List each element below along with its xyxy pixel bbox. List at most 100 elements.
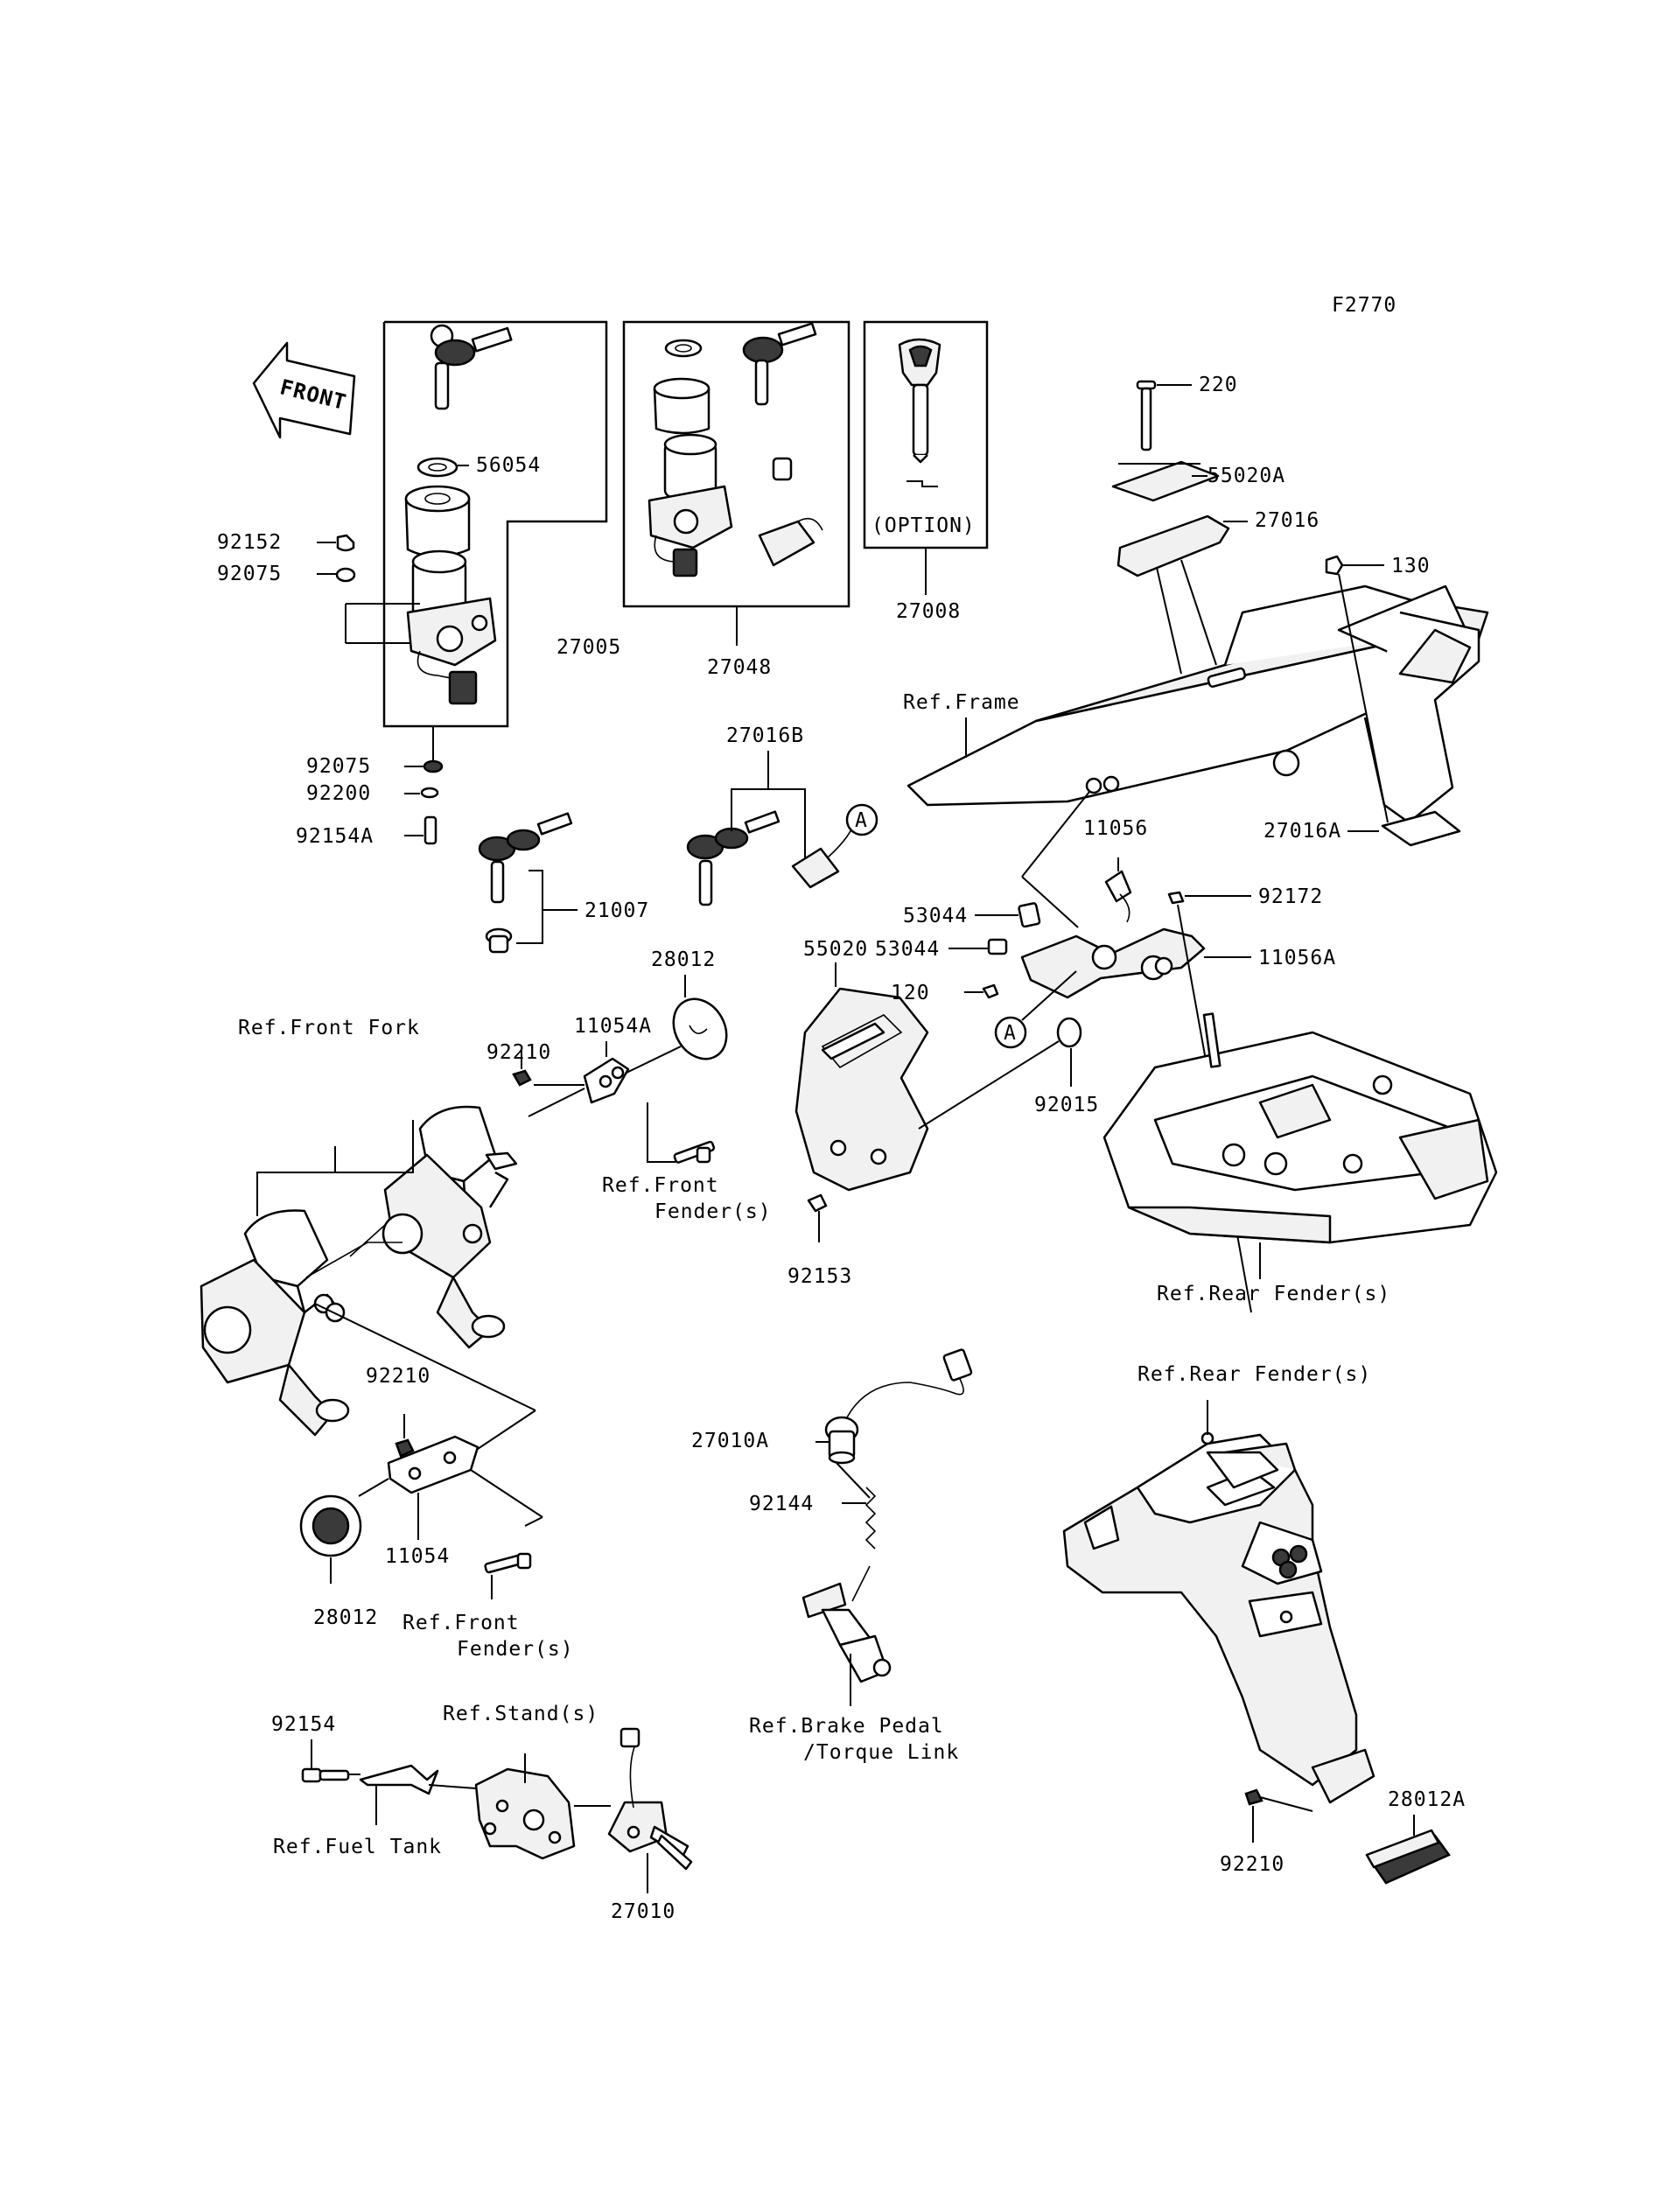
part-number: 27016B: [726, 724, 804, 747]
part-number: 92210: [1220, 1853, 1284, 1876]
bolt-icon: [301, 1767, 350, 1783]
part-number: 92152: [217, 531, 282, 554]
part-number: 92210: [486, 1041, 551, 1064]
part-number: 130: [1391, 555, 1431, 577]
ignition-lock-assy-group: [622, 320, 850, 608]
spring-icon: [864, 1487, 877, 1550]
part-number: 92075: [306, 755, 371, 778]
ref-label-brake-pedal: Ref.Brake Pedal: [749, 1715, 944, 1738]
part-number: 53044: [903, 905, 968, 927]
part-number: 27010A: [691, 1430, 769, 1452]
reflector-disc-icon: [672, 997, 728, 1060]
part-number: 92153: [788, 1265, 852, 1288]
marker-a-bottom: A: [1004, 1022, 1017, 1045]
part-number: 120: [891, 982, 930, 1004]
stand-bracket-icon: [474, 1767, 576, 1860]
part-number: 27005: [556, 636, 621, 659]
ref-label-front-fender: Fender(s): [457, 1638, 574, 1661]
ignition-switch-set-group: [345, 320, 608, 728]
part-number: 92075: [217, 563, 282, 585]
ref-label-front-fender: Ref.Front: [602, 1174, 719, 1197]
key-blank-icon: [478, 812, 573, 954]
option-label: (OPTION): [872, 514, 976, 537]
collar-icon: [1056, 1017, 1082, 1048]
bolt-icon: [1167, 891, 1185, 905]
part-number: 28012: [313, 1606, 378, 1629]
bolt-icon: [1136, 380, 1157, 451]
part-number: 56054: [476, 454, 541, 477]
marker-a-circle-bottom: [994, 1016, 1027, 1049]
part-number-labels: 56054 92152 92075 27005 92075 92200 9215…: [217, 374, 1466, 1923]
spacer-icon: [987, 938, 1008, 955]
bolt-icon: [484, 1552, 532, 1574]
side-cover-icon: [794, 987, 929, 1192]
part-number: 92144: [749, 1493, 814, 1515]
part-number: 21007: [584, 899, 649, 922]
part-number: 55020A: [1208, 465, 1285, 487]
front-fork-illustration: [200, 1105, 518, 1437]
part-number: 27048: [707, 656, 772, 679]
part-number: 92172: [1258, 885, 1323, 908]
sensor-bracket-icon: [1020, 870, 1206, 999]
part-number: 28012A: [1388, 1788, 1466, 1811]
part-number: 27016A: [1264, 820, 1341, 843]
bolt-icon: [982, 983, 999, 999]
ref-label-rear-fender: Ref.Rear Fender(s): [1157, 1283, 1390, 1305]
part-number: 220: [1199, 374, 1238, 396]
license-reflector-icon: [1365, 1829, 1451, 1885]
washer-icon: [420, 787, 439, 799]
key-set-icon: [686, 810, 854, 906]
part-number: 11056: [1083, 817, 1148, 840]
part-number: 11054: [385, 1545, 450, 1568]
ref-label-front-fender: Ref.Front: [402, 1612, 520, 1634]
bracket-icon: [1116, 514, 1230, 577]
part-number: 92210: [366, 1365, 430, 1388]
ref-label-front-fork: Ref.Front Fork: [238, 1017, 420, 1039]
nut-icon: [336, 534, 355, 552]
rear-fender-illustration: [1102, 1012, 1498, 1244]
ref-label-front-fender: Fender(s): [654, 1200, 772, 1223]
marker-a-top: A: [855, 809, 868, 832]
rear-fender-lower-illustration: [1062, 1431, 1376, 1804]
figure-code: F2770: [1332, 294, 1396, 317]
bolt-icon: [673, 1140, 716, 1164]
ref-label-stand: Ref.Stand(s): [443, 1703, 598, 1725]
spacer-icon: [1018, 902, 1041, 928]
option-key-group: (OPTION): [863, 320, 989, 549]
ignition-switch-icon: [406, 549, 497, 705]
bolt-icon: [424, 815, 438, 845]
washer-icon: [416, 457, 458, 478]
brake-light-switch-icon: [824, 1348, 973, 1465]
frame-illustration: [906, 559, 1489, 847]
part-number: 27010: [611, 1900, 676, 1923]
brake-pedal-icon: [802, 1565, 892, 1683]
screw-icon: [807, 1193, 828, 1213]
side-stand-switch-icon: [607, 1727, 693, 1871]
cover-icon: [1111, 460, 1220, 502]
bracket-icon: [583, 1057, 630, 1104]
part-number: 11054A: [574, 1015, 652, 1038]
nut-icon: [1244, 1788, 1264, 1806]
ref-label-brake-pedal: /Torque Link: [803, 1741, 959, 1764]
marker-a-circle-top: [845, 803, 878, 836]
part-number: 27016: [1255, 509, 1320, 532]
part-number: 92200: [306, 782, 371, 805]
part-number: 92154A: [296, 825, 374, 848]
option-key-icon: [898, 338, 942, 464]
ref-label-rear-fender: Ref.Rear Fender(s): [1138, 1363, 1371, 1386]
front-direction-arrow: FRONT: [252, 341, 356, 439]
key-icon: [742, 322, 817, 406]
washer-icon: [335, 567, 356, 583]
ref-label-fuel-tank: Ref.Fuel Tank: [273, 1836, 442, 1858]
bolt-icon: [1325, 555, 1344, 576]
part-number: 11056A: [1258, 947, 1336, 969]
key-icon: [430, 324, 513, 410]
part-number: 55020: [803, 938, 868, 961]
part-number: 27008: [896, 600, 961, 623]
part-number: 53044: [875, 938, 940, 961]
nut-icon: [512, 1069, 532, 1087]
reflector-disc-icon: [299, 1494, 362, 1557]
fuel-tank-bracket-icon: [359, 1764, 439, 1795]
reference-labels: Ref.Frame Ref.Front Fork Ref.Front Fende…: [238, 691, 1390, 1858]
